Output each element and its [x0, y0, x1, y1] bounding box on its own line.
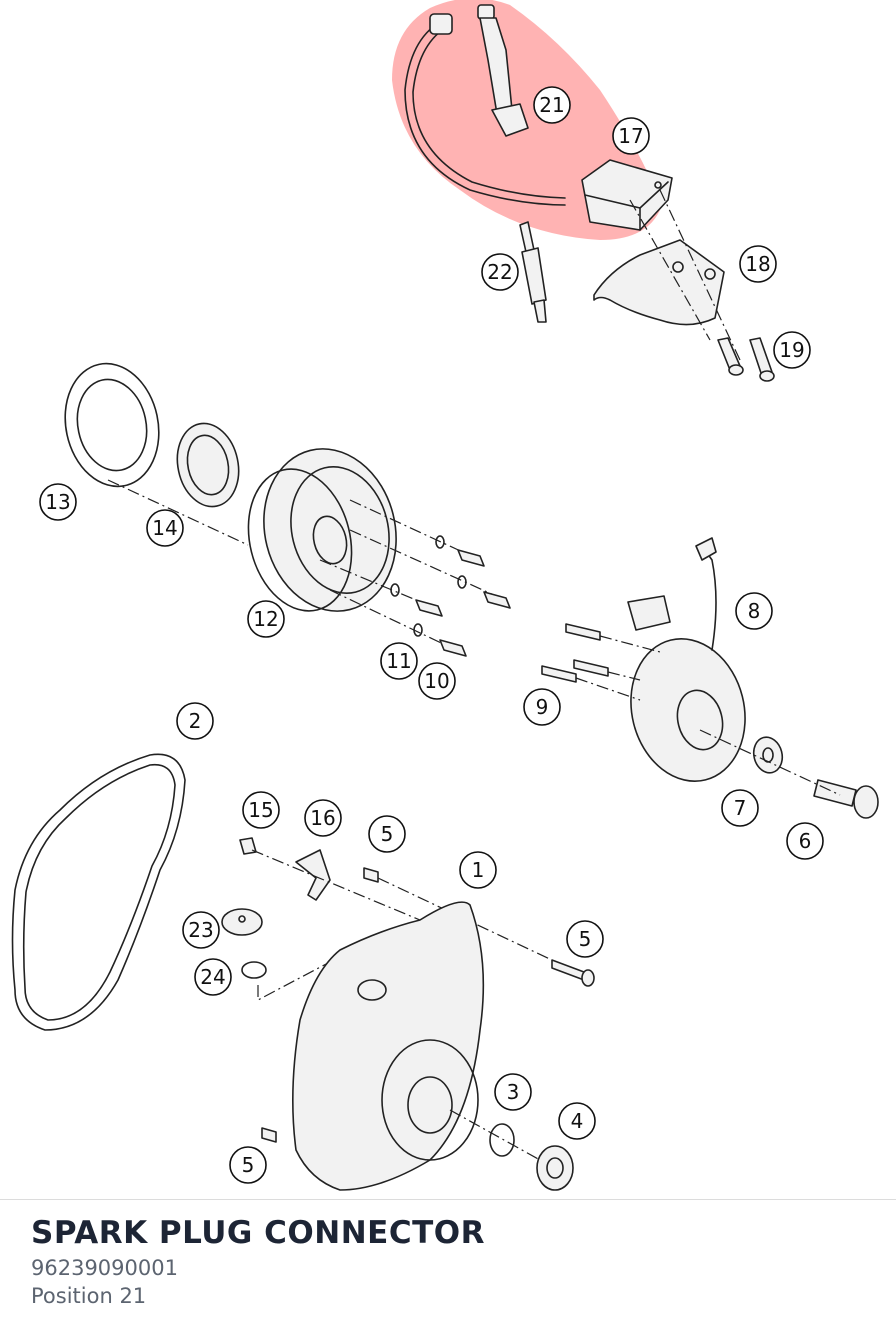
- bolts-part-20[interactable]: [717, 337, 775, 382]
- stator-part[interactable]: [616, 537, 760, 793]
- panel-divider: [0, 1199, 896, 1200]
- svg-text:6: 6: [799, 829, 812, 853]
- callout-11[interactable]: 10: [418, 662, 456, 700]
- callout-8[interactable]: 7: [721, 789, 759, 827]
- svg-text:14: 14: [152, 516, 177, 540]
- callout-17[interactable]: 16: [304, 799, 342, 837]
- svg-text:23: 23: [188, 918, 213, 942]
- callout-7[interactable]: 6: [786, 822, 824, 860]
- svg-text:22: 22: [487, 260, 512, 284]
- svg-text:12: 12: [253, 607, 278, 631]
- svg-text:17: 17: [618, 124, 643, 148]
- spark-plug-part[interactable]: [519, 221, 547, 323]
- callout-21[interactable]: 21: [533, 86, 571, 124]
- washer-part[interactable]: [750, 734, 786, 776]
- svg-text:21: 21: [539, 93, 564, 117]
- callout-13[interactable]: 12: [247, 600, 285, 638]
- callout-23[interactable]: 23: [182, 911, 220, 949]
- svg-text:5: 5: [242, 1153, 255, 1177]
- svg-text:18: 18: [745, 252, 770, 276]
- dowel-part-5-bottom[interactable]: [261, 1127, 277, 1143]
- svg-text:5: 5: [579, 927, 592, 951]
- svg-text:3: 3: [507, 1080, 520, 1104]
- rotor-bolt-part[interactable]: [813, 779, 879, 819]
- callout-20[interactable]: 19: [773, 331, 811, 369]
- dowel-part-5-top[interactable]: [363, 867, 379, 883]
- rotor-bolts-part[interactable]: [319, 499, 511, 657]
- cover-bolt-part-6[interactable]: [551, 959, 595, 987]
- seal-ring-part[interactable]: [54, 355, 170, 495]
- bracket-part-17[interactable]: [295, 849, 331, 901]
- svg-text:4: 4: [571, 1109, 584, 1133]
- part-info-panel: SPARK PLUG CONNECTOR 96239090001 Positio…: [31, 1212, 871, 1310]
- o-ring-part-3[interactable]: [489, 1123, 515, 1157]
- callout-3[interactable]: 3: [494, 1073, 532, 1111]
- ignition-coil-part[interactable]: [581, 159, 673, 231]
- svg-text:7: 7: [734, 796, 747, 820]
- gasket-part[interactable]: [11, 753, 186, 1031]
- callout-5-top[interactable]: 5: [368, 815, 406, 853]
- stator-screws-part[interactable]: [541, 623, 661, 701]
- callout-12[interactable]: 11: [380, 642, 418, 680]
- svg-text:2: 2: [189, 709, 202, 733]
- svg-text:5: 5: [381, 822, 394, 846]
- callout-5-bottom[interactable]: 5: [229, 1146, 267, 1184]
- callout-18[interactable]: 17: [612, 117, 650, 155]
- callout-2[interactable]: 2: [176, 702, 214, 740]
- callout-15[interactable]: 14: [146, 509, 184, 547]
- svg-text:1: 1: [472, 858, 485, 882]
- cover-plug-part-23[interactable]: [221, 908, 263, 936]
- callout-10[interactable]: 9: [523, 688, 561, 726]
- svg-text:19: 19: [779, 338, 804, 362]
- flywheel-rotor-part[interactable]: [234, 435, 413, 626]
- svg-text:10: 10: [424, 669, 449, 693]
- freewheel-part[interactable]: [170, 418, 246, 513]
- callout-22[interactable]: 22: [481, 253, 519, 291]
- ignition-cover-part[interactable]: [292, 901, 485, 1191]
- svg-text:13: 13: [45, 490, 70, 514]
- part-title: SPARK PLUG CONNECTOR: [31, 1215, 485, 1251]
- callout-19[interactable]: 18: [739, 245, 777, 283]
- svg-text:24: 24: [200, 965, 225, 989]
- callout-1[interactable]: 1: [459, 851, 497, 889]
- part-number: 96239090001: [31, 1256, 178, 1280]
- spark-plug-connector-part[interactable]: [404, 4, 566, 206]
- callout-14[interactable]: 13: [39, 483, 77, 521]
- callout-24[interactable]: 24: [194, 958, 232, 996]
- cover-cap-part-4[interactable]: [536, 1145, 574, 1191]
- part-position: Position 21: [31, 1284, 147, 1308]
- callout-9[interactable]: 8: [735, 592, 773, 630]
- plug-part-16[interactable]: [239, 837, 257, 855]
- callout-6[interactable]: 5: [566, 920, 604, 958]
- svg-text:16: 16: [310, 806, 335, 830]
- exploded-parts-diagram: 21 17 22 18 19 13 14 12 11 10 8 9 7 6 2 …: [11, 0, 879, 1191]
- svg-text:11: 11: [386, 649, 411, 673]
- svg-text:8: 8: [748, 599, 761, 623]
- callout-16[interactable]: 15: [242, 791, 280, 829]
- svg-text:9: 9: [536, 695, 549, 719]
- o-ring-part-24[interactable]: [241, 961, 267, 979]
- coil-bracket-part[interactable]: [593, 239, 725, 326]
- svg-text:15: 15: [248, 798, 273, 822]
- callout-4[interactable]: 4: [558, 1102, 596, 1140]
